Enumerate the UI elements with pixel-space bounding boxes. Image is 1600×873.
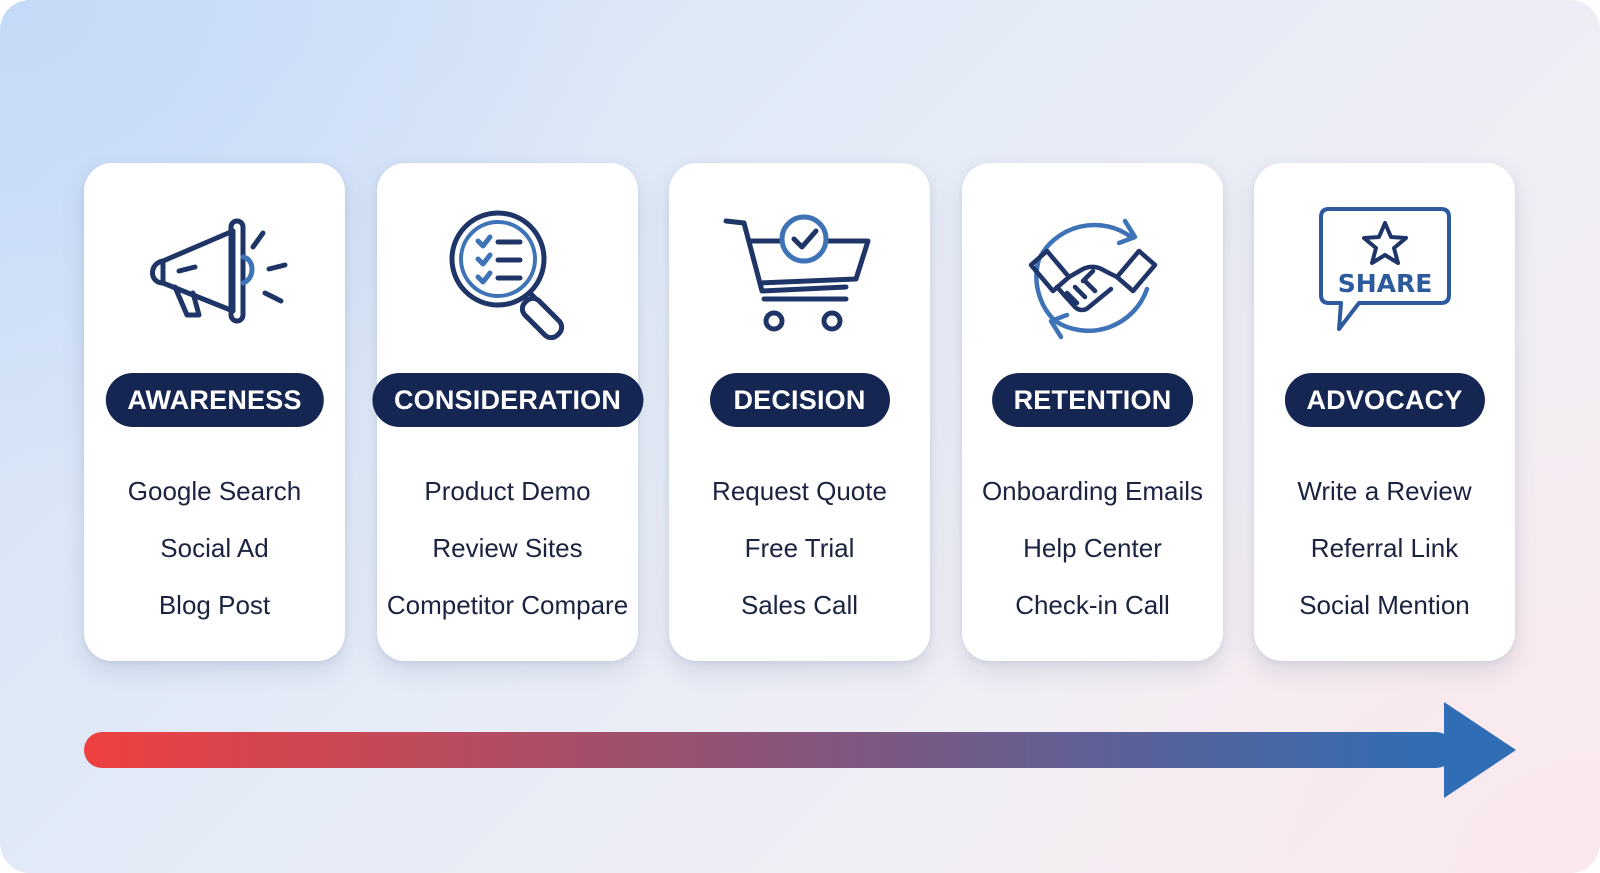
touchpoint-list: Write a Review Referral Link Social Ment… [1254,463,1515,634]
list-item: Write a Review [1297,476,1472,506]
list-item: Review Sites [432,533,583,563]
list-item: Referral Link [1310,533,1459,563]
touchpoint-list: Onboarding Emails Help Center Check-in C… [962,463,1223,634]
touchpoint-list: Google Search Social Ad Blog Post [84,463,345,634]
megaphone-icon [135,203,295,343]
handshake-cycle-icon [1013,203,1173,343]
touchpoint-list: Request Quote Free Trial Sales Call [669,463,930,634]
stage-pill-consideration: CONSIDERATION [371,373,644,427]
list-item: Google Search [127,476,302,506]
stage-card-awareness: AWARENESS Google Search Social Ad Blog P… [84,163,345,661]
list-item: Competitor Compare [386,590,629,620]
stage-pill-advocacy: ADVOCACY [1284,373,1485,427]
cart-check-icon [720,203,880,343]
svg-text:SHARE: SHARE [1337,269,1432,298]
magnifier-checklist-icon [428,203,588,343]
stage-card-retention: RETENTION Onboarding Emails Help Center … [962,163,1223,661]
stage-card-advocacy: SHARE ADVOCACY Write a Review Referral L… [1254,163,1515,661]
list-item: Request Quote [712,476,887,506]
list-item: Social Ad [160,533,269,563]
list-item: Check-in Call [1015,590,1170,620]
stage-pill-retention: RETENTION [991,373,1194,427]
journey-progress-arrow [84,702,1516,798]
list-item: Onboarding Emails [981,476,1204,506]
list-item: Sales Call [740,590,859,620]
list-item: Blog Post [158,590,271,620]
list-item: Free Trial [744,533,855,563]
touchpoint-list: Product Demo Review Sites Competitor Com… [377,463,638,634]
list-item: Product Demo [424,476,591,506]
stage-card-decision: DECISION Request Quote Free Trial Sales … [669,163,930,661]
stage-pill-awareness: AWARENESS [105,373,324,427]
stage-pill-decision: DECISION [709,373,890,427]
list-item: Help Center [1023,533,1162,563]
share-star-bubble-icon: SHARE [1305,203,1465,343]
list-item: Social Mention [1299,590,1470,620]
stage-card-consideration: CONSIDERATION Product Demo Review Sites … [371,163,644,661]
